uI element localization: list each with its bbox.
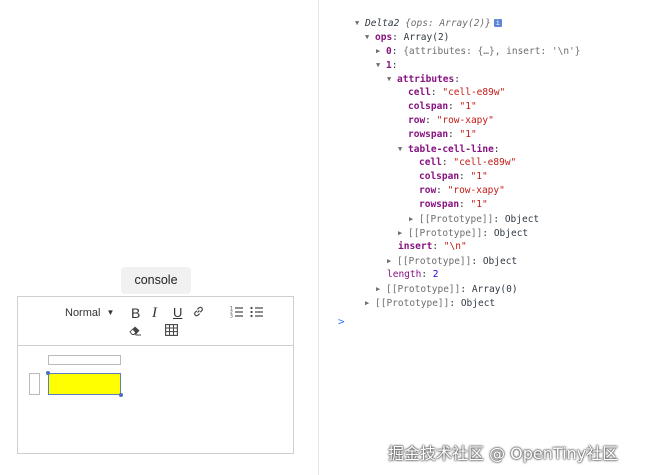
svg-text:2: 2 [230,310,233,316]
underline-button[interactable]: U [173,305,183,320]
table-row-handle[interactable] [29,373,40,395]
bold-button[interactable]: B [131,305,141,321]
info-icon[interactable]: i [493,19,502,27]
header-select[interactable]: Normal ▼ [65,305,114,321]
tree-row-length: length: 2 [387,269,439,280]
tree-row-item1-prototype[interactable]: ▶[[Prototype]]: Object [387,256,518,267]
tree-row-tcl-row: row: "row-xapy" [419,185,505,196]
expand-triangle-icon: ▼ [365,33,370,41]
watermark: 掘金技术社区 @ OpenTiny社区 [388,444,619,463]
console-button[interactable]: console [121,267,191,294]
tree-row-attr-row: row: "row-xapy" [408,115,494,126]
panel-divider [318,0,319,475]
collapse-triangle-icon: ▶ [387,257,392,265]
tree-row-ops-prototype[interactable]: ▶[[Prototype]]: Array(0) [376,284,518,295]
cell-selection-handle-top-left[interactable] [46,371,50,375]
tree-row-attr-cell: cell: "cell-e89w" [408,87,506,98]
expand-triangle-icon: ▼ [398,145,403,153]
table-cell[interactable] [48,373,121,395]
bullet-list-button[interactable] [250,305,264,318]
expand-triangle-icon: ▼ [387,75,392,83]
tree-row-attributes[interactable]: ▼attributes: [387,74,460,85]
tree-row-item-1[interactable]: ▼1: [376,60,398,71]
collapse-triangle-icon: ▶ [365,299,370,307]
collapse-triangle-icon: ▶ [398,229,403,237]
insert-table-button[interactable] [165,324,178,336]
svg-text:1: 1 [230,306,233,312]
tree-row-insert: insert: "\n" [398,241,467,252]
link-icon [194,306,203,317]
tree-row-ops[interactable]: ▼ops: Array(2) [365,32,450,43]
tree-row-tcl-prototype[interactable]: ▶[[Prototype]]: Object [409,214,540,225]
tree-row-tcl-rowspan: rowspan: "1" [419,199,488,210]
eraser-icon [129,326,141,336]
bullet-list-icon [250,306,263,318]
tree-row-attr-colspan: colspan: "1" [408,101,477,112]
tree-row-root-prototype[interactable]: ▶[[Prototype]]: Object [365,298,496,309]
cell-selection-handle-bottom-right[interactable] [119,393,123,397]
table-icon [165,324,178,336]
collapse-triangle-icon: ▶ [376,47,381,55]
tree-row-attr-rowspan: rowspan: "1" [408,129,477,140]
tree-row-item-0[interactable]: ▶0: {attributes: {…}, insert: '\n'} [376,46,581,57]
root-preview: {ops: Array(2)} [405,18,491,29]
tree-row-attributes-prototype[interactable]: ▶[[Prototype]]: Object [398,228,529,239]
tree-row-root[interactable]: ▼ Delta2 {ops: Array(2)}i [355,16,502,30]
clear-format-button[interactable] [129,324,142,336]
svg-text:3: 3 [230,314,233,319]
collapse-triangle-icon: ▶ [409,215,414,223]
ordered-list-button[interactable]: 1 2 3 [230,305,244,318]
console-prompt[interactable]: > [338,315,345,328]
editor-toolbar: Normal ▼ B I U 1 2 3 [18,297,293,346]
rich-text-editor: Normal ▼ B I U 1 2 3 [17,296,294,454]
link-button[interactable] [192,305,205,318]
ordered-list-icon: 1 2 3 [230,306,243,319]
table-column-handle[interactable] [48,355,121,365]
italic-button[interactable]: I [152,305,157,321]
tree-row-table-cell-line[interactable]: ▼table-cell-line: [398,144,500,155]
tree-row-tcl-colspan: colspan: "1" [419,171,488,182]
collapse-triangle-icon: ▶ [376,285,381,293]
expand-triangle-icon: ▼ [355,19,360,27]
header-select-label: Normal [65,307,101,319]
expand-triangle-icon: ▼ [376,61,381,69]
chevron-down-icon: ▼ [106,308,115,317]
tree-row-tcl-cell: cell: "cell-e89w" [419,157,517,168]
root-title: Delta2 [365,18,400,29]
